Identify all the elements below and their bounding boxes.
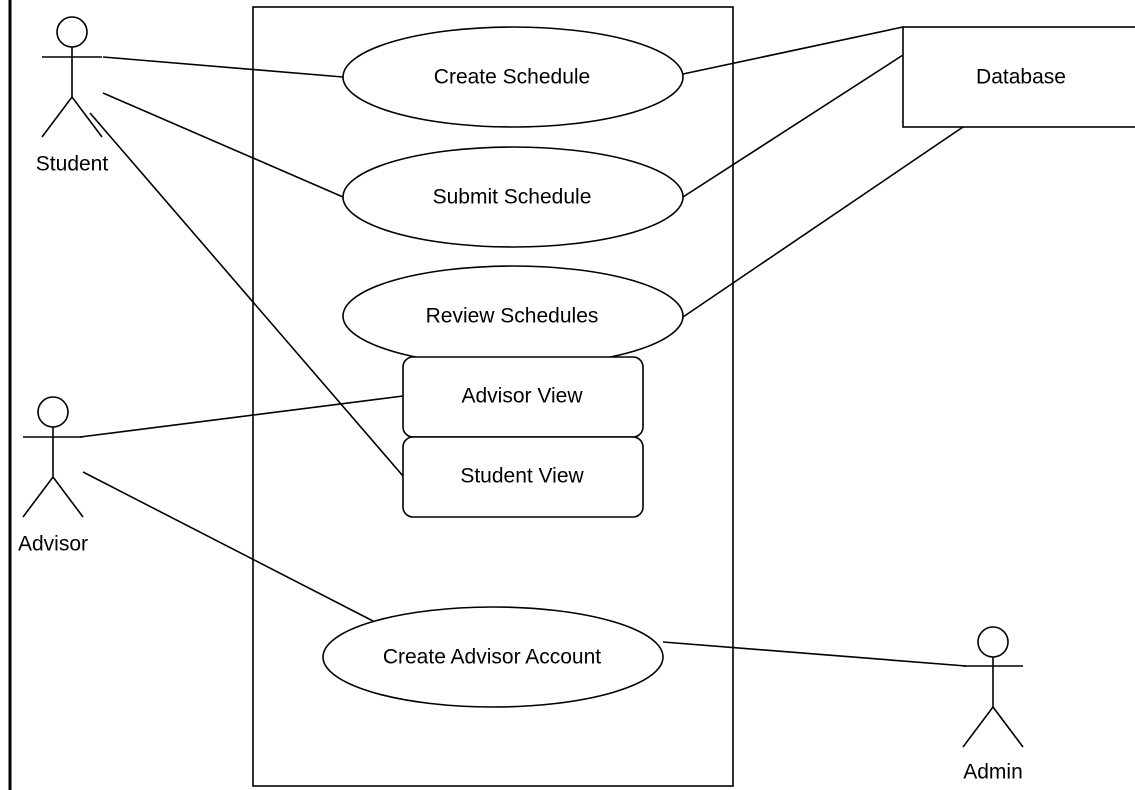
use-case-create-advisor-account: Create Advisor Account	[322, 606, 664, 708]
assoc-create-schedule-database	[682, 26, 904, 75]
actor-student-label: Student	[36, 153, 109, 176]
actor-admin: Admin	[962, 626, 1024, 784]
assoc-review-schedules-database	[682, 126, 964, 318]
database-system: Database	[902, 26, 1135, 128]
actor-student-icon	[41, 16, 103, 138]
actor-advisor-label: Advisor	[18, 533, 88, 556]
actor-admin-icon	[962, 626, 1024, 748]
use-case-submit-schedule-shape	[342, 146, 684, 248]
use-case-create-advisor-account-label: Create Advisor Account	[383, 646, 601, 669]
assoc-submit-schedule-database	[682, 54, 904, 198]
use-case-create-schedule: Create Schedule	[342, 26, 684, 128]
actor-admin-label: Admin	[963, 761, 1023, 784]
assoc-student-student-view	[89, 112, 404, 477]
associations	[79, 26, 967, 667]
use-case-student-view-shape	[402, 436, 644, 518]
database-box	[902, 26, 1135, 128]
use-case-submit-schedule-label: Submit Schedule	[433, 186, 592, 209]
use-case-review-schedules-label: Review Schedules	[426, 305, 599, 328]
assoc-student-create-schedule	[102, 56, 344, 78]
actor-advisor: Advisor	[18, 396, 88, 556]
use-case-student-view-label: Student View	[460, 465, 584, 488]
assoc-admin-create-advisor-account	[662, 641, 967, 667]
database-label: Database	[976, 66, 1066, 89]
use-case-create-schedule-shape	[342, 26, 684, 128]
use-case-student-view: Student View	[402, 436, 644, 518]
use-case-advisor-view: Advisor View	[402, 356, 644, 438]
assoc-student-submit-schedule	[102, 92, 344, 198]
actor-student: Student	[36, 16, 109, 176]
use-case-review-schedules: Review Schedules	[342, 265, 684, 367]
use-case-submit-schedule: Submit Schedule	[342, 146, 684, 248]
assoc-advisor-advisor-view	[79, 395, 404, 438]
actor-advisor-icon	[22, 396, 84, 518]
use-case-advisor-view-label: Advisor View	[462, 385, 584, 408]
use-case-create-advisor-account-shape	[322, 606, 664, 708]
assoc-advisor-create-advisor-account	[82, 471, 374, 622]
use-case-create-schedule-label: Create Schedule	[434, 66, 590, 89]
